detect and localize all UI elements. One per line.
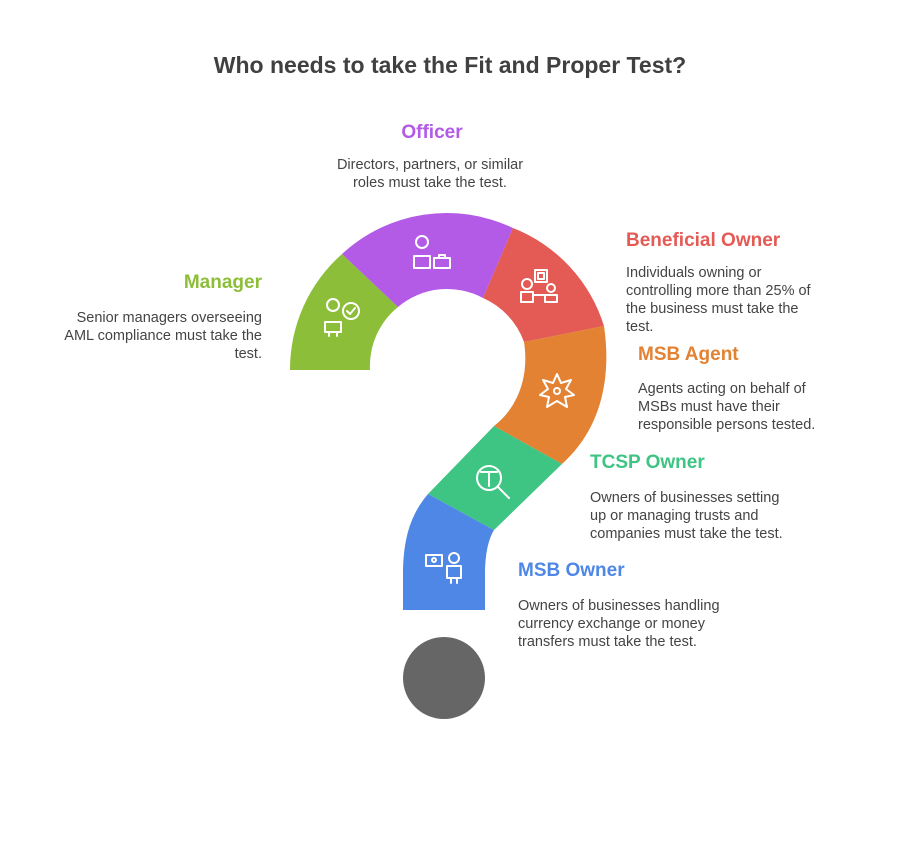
officer-briefcase-icon xyxy=(413,235,451,269)
tcsp-owner-segment xyxy=(428,426,562,530)
beneficial-owner-desc-line: test. xyxy=(626,319,654,335)
beneficial-owner-segment xyxy=(483,228,604,342)
ownership-presentation-icon xyxy=(520,269,558,303)
beneficial-owner-desc-line: the business must take the xyxy=(626,301,799,317)
beneficial-owner-description: Individuals owning or controlling more t… xyxy=(626,264,886,336)
manager-heading: Manager xyxy=(183,272,262,293)
msb-owner-segment xyxy=(403,494,494,610)
msb-agent-desc-line: Agents acting on behalf of xyxy=(638,381,806,397)
officer-description: Directors, partners, or similar roles mu… xyxy=(300,156,560,192)
diagram-title: Who needs to take the Fit and Proper Tes… xyxy=(213,52,687,78)
msb-owner-heading: MSB Owner xyxy=(518,560,625,581)
question-mark-dot xyxy=(403,637,485,719)
manager-description: Senior managers overseeing AML complianc… xyxy=(30,309,262,363)
msb-owner-desc-line: transfers must take the test. xyxy=(518,634,697,650)
tcsp-owner-desc-line: companies must take the test. xyxy=(590,526,783,542)
officer-heading: Officer xyxy=(401,122,463,143)
manager-desc-line: Senior managers overseeing xyxy=(76,310,262,326)
beneficial-owner-desc-line: controlling more than 25% of xyxy=(626,283,811,299)
officer-desc-line: Directors, partners, or similar xyxy=(336,157,524,173)
manager-check-icon xyxy=(324,298,360,337)
msb-agent-heading: MSB Agent xyxy=(638,344,739,365)
msb-owner-desc-line: Owners of businesses handling xyxy=(518,598,720,614)
tcsp-owner-desc-line: Owners of businesses setting xyxy=(590,490,780,506)
beneficial-owner-heading: Beneficial Owner xyxy=(626,230,781,251)
msb-agent-segment xyxy=(494,326,607,464)
officer-segment xyxy=(342,212,513,307)
msb-owner-description: Owners of businesses handling currency e… xyxy=(518,597,778,651)
msb-agent-desc-line: responsible persons tested. xyxy=(638,417,816,433)
msb-agent-desc-line: MSBs must have their xyxy=(638,399,780,415)
manager-desc-line: AML compliance must take the xyxy=(64,328,262,344)
star-burst-icon xyxy=(539,373,575,408)
tcsp-owner-heading: TCSP Owner xyxy=(590,452,705,473)
officer-puzzle-knob xyxy=(472,246,496,270)
beneficial-owner-desc-line: Individuals owning or xyxy=(626,265,762,281)
tcsp-owner-description: Owners of businesses setting up or manag… xyxy=(590,489,850,543)
officer-desc-line: roles must take the test. xyxy=(353,175,507,191)
manager-desc-line: test. xyxy=(234,346,262,362)
tcsp-owner-desc-line: up or managing trusts and xyxy=(590,508,759,524)
money-person-icon xyxy=(425,552,462,584)
magnifier-t-icon xyxy=(476,465,510,499)
msb-owner-desc-line: currency exchange or money xyxy=(518,616,705,632)
msb-agent-description: Agents acting on behalf of MSBs must hav… xyxy=(638,380,888,434)
msb-agent-puzzle-knob xyxy=(522,420,546,444)
